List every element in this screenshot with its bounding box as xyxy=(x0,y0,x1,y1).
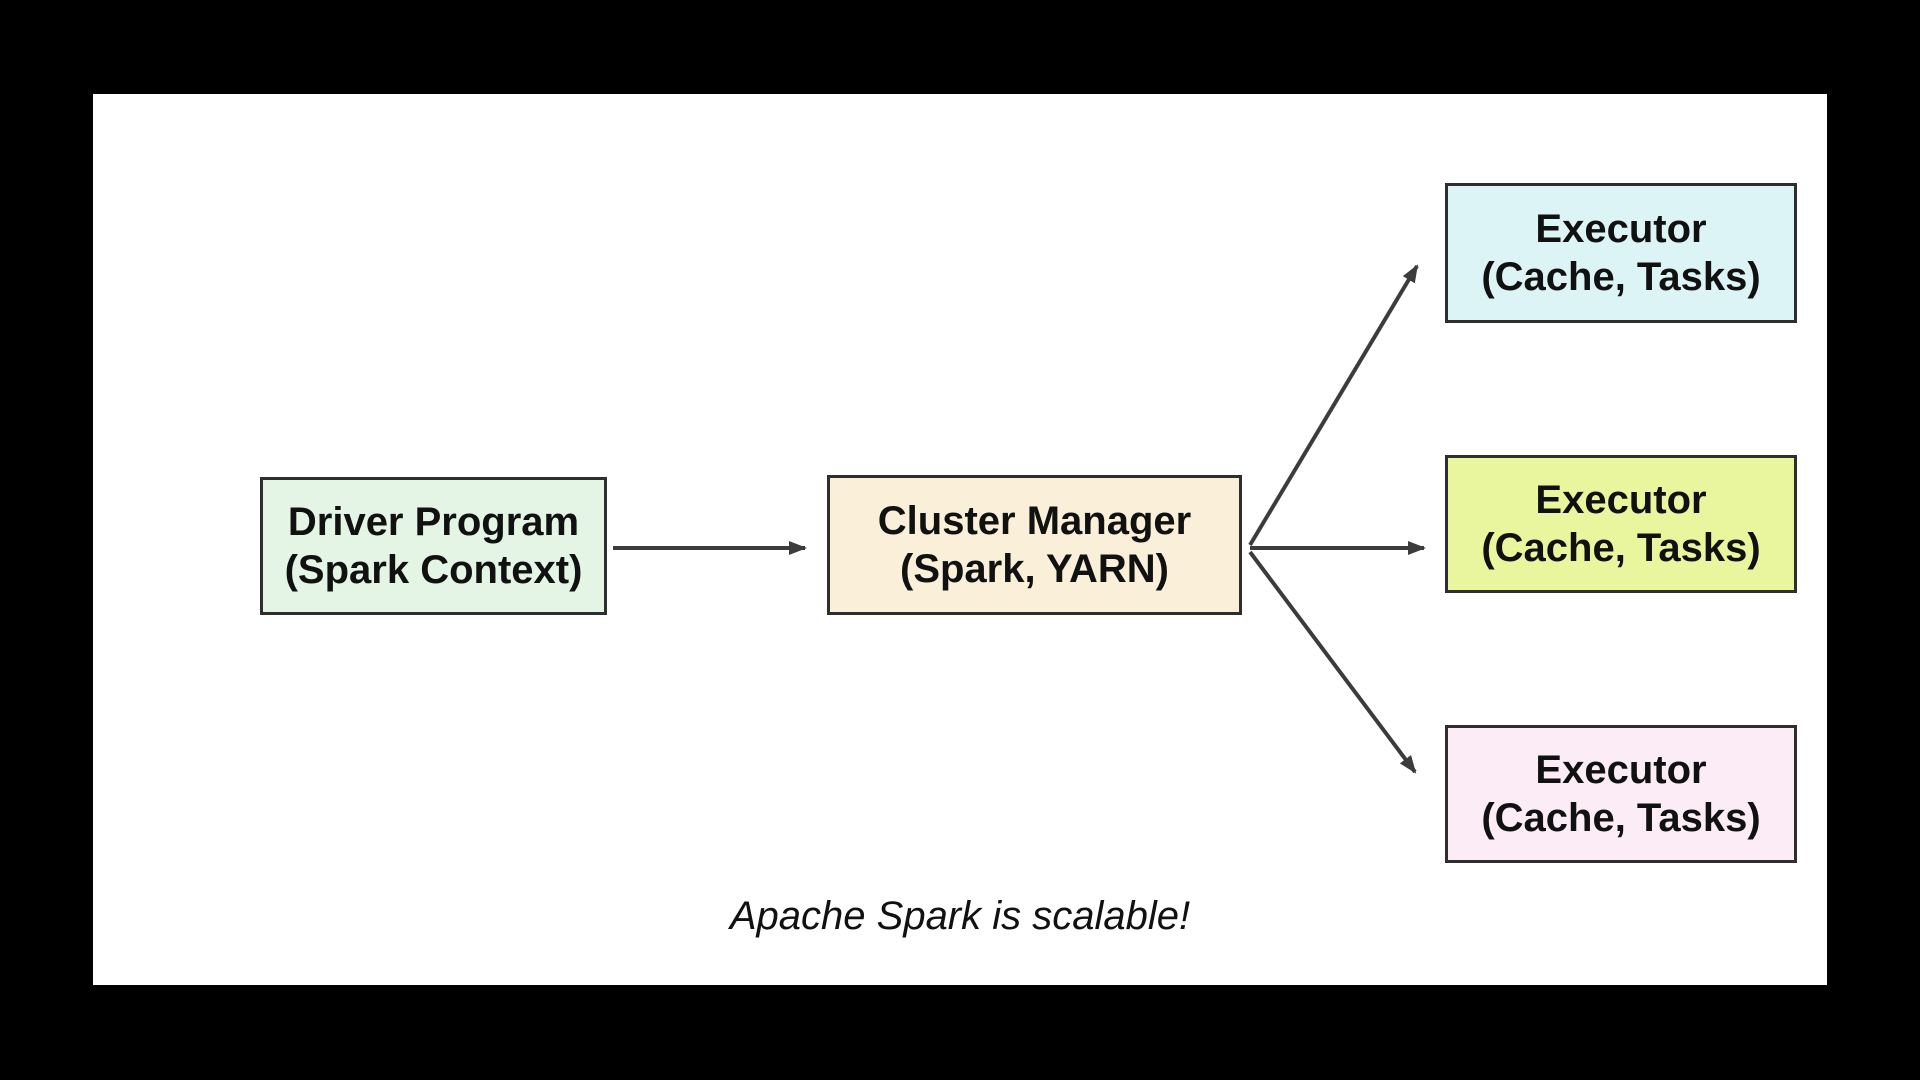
node-executor-middle-label: Executor xyxy=(1535,478,1707,522)
node-executor-top: Executor (Cache, Tasks) xyxy=(1445,183,1797,323)
node-executor-top-label: Executor xyxy=(1535,207,1707,251)
diagram-canvas: Driver Program (Spark Context) Cluster M… xyxy=(93,94,1827,985)
node-driver-program-sublabel: (Spark Context) xyxy=(284,548,583,592)
node-cluster-manager-sublabel: (Spark, YARN) xyxy=(900,547,1169,591)
node-driver-program: Driver Program (Spark Context) xyxy=(260,477,607,615)
node-executor-bottom-label: Executor xyxy=(1535,748,1707,792)
caption-text: Apache Spark is scalable! xyxy=(729,894,1191,938)
node-executor-top-sublabel: (Cache, Tasks) xyxy=(1481,255,1761,299)
node-executor-middle-sublabel: (Cache, Tasks) xyxy=(1481,526,1761,570)
node-executor-bottom: Executor (Cache, Tasks) xyxy=(1445,725,1797,863)
node-cluster-manager-label: Cluster Manager xyxy=(877,499,1192,543)
arrow-cluster-to-executor-1 xyxy=(1248,264,1419,547)
arrow-cluster-to-executor-3 xyxy=(1248,550,1417,774)
node-executor-bottom-sublabel: (Cache, Tasks) xyxy=(1481,796,1761,840)
node-cluster-manager: Cluster Manager (Spark, YARN) xyxy=(827,475,1242,615)
node-executor-middle: Executor (Cache, Tasks) xyxy=(1445,455,1797,593)
node-driver-program-label: Driver Program xyxy=(287,500,580,544)
